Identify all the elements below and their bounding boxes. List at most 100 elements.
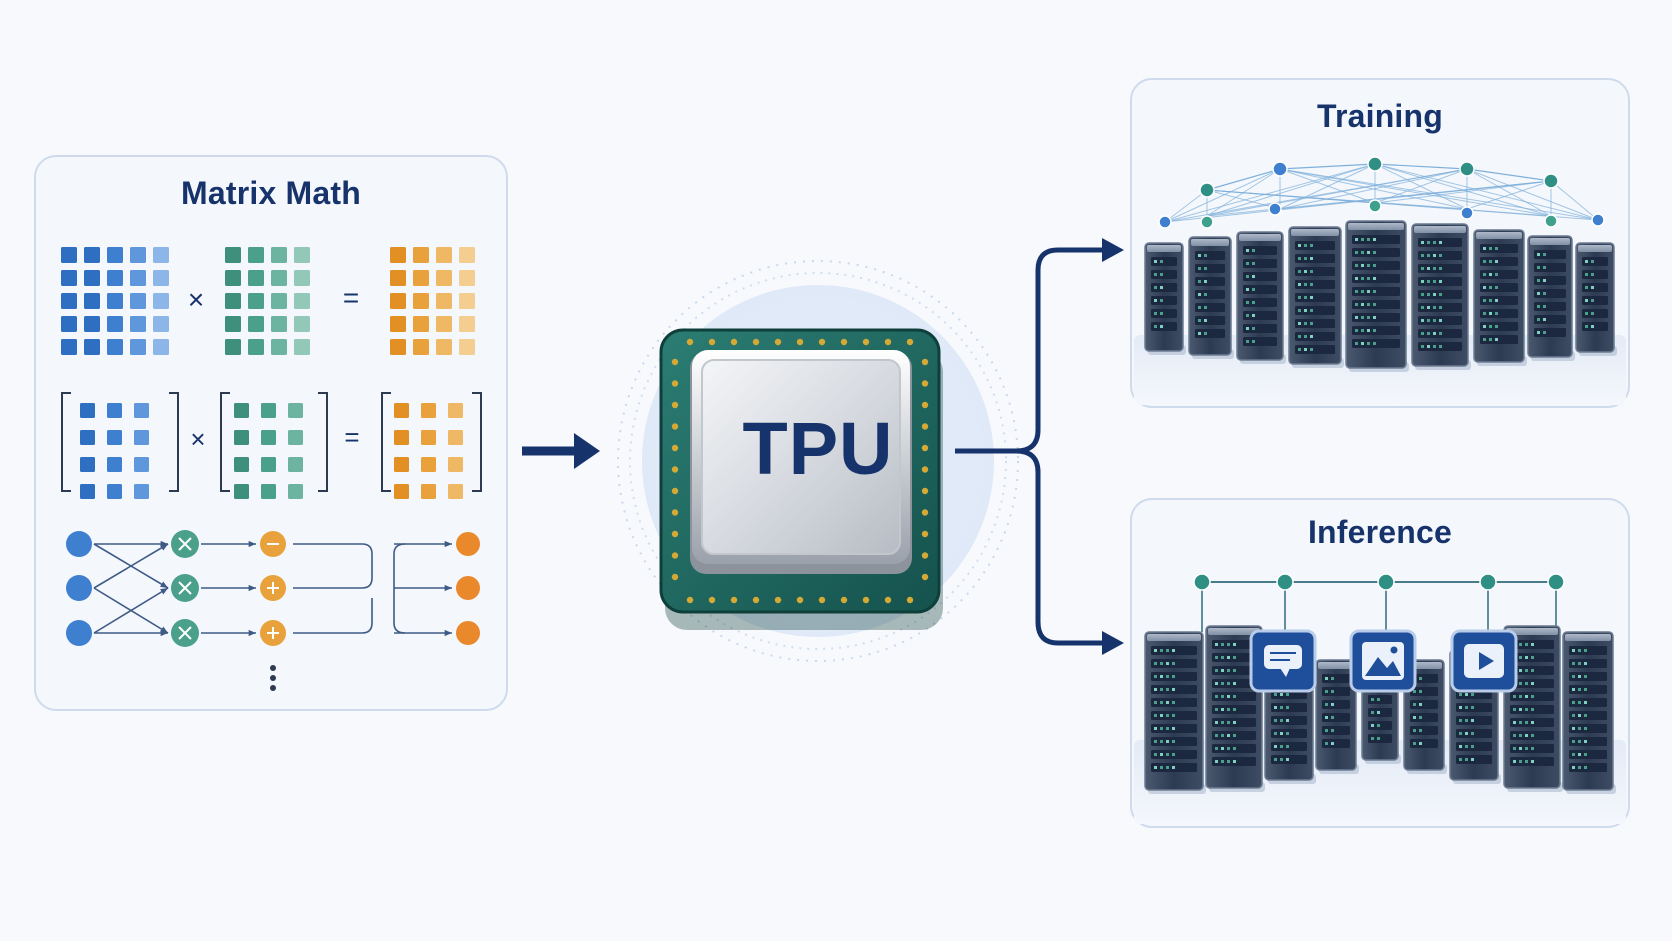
server-rack bbox=[1144, 242, 1186, 355]
times-icon bbox=[178, 581, 192, 595]
matrix-cell bbox=[61, 293, 77, 309]
matrix-cell bbox=[107, 316, 123, 332]
matrix-cell bbox=[107, 430, 122, 445]
network-edge bbox=[1164, 163, 1376, 223]
matrix-cell bbox=[448, 457, 463, 472]
flow-edge bbox=[293, 543, 373, 589]
network-edge bbox=[1206, 168, 1281, 217]
matrix-cell bbox=[413, 316, 429, 332]
image-icon bbox=[1349, 629, 1417, 693]
matrix-cell bbox=[436, 339, 452, 355]
network-edge bbox=[1279, 163, 1376, 170]
chip-pin bbox=[906, 596, 914, 604]
tpu-chip bbox=[659, 328, 943, 630]
matrix-cell bbox=[107, 457, 122, 472]
matrix-cell bbox=[421, 484, 436, 499]
matrix-cell bbox=[294, 293, 310, 309]
matrix-cell bbox=[153, 339, 169, 355]
matrix-cell bbox=[421, 457, 436, 472]
matrix-cell bbox=[80, 430, 95, 445]
chip-pin bbox=[840, 338, 848, 346]
matrix-cell bbox=[225, 339, 241, 355]
matrix-cell bbox=[107, 484, 122, 499]
matrix-cell bbox=[61, 270, 77, 286]
matrix-bracket bbox=[381, 392, 482, 492]
network-edge bbox=[1206, 189, 1599, 221]
multiply-symbol: × bbox=[188, 284, 204, 315]
arrow-right-icon bbox=[1102, 631, 1124, 655]
matrix-cell bbox=[436, 270, 452, 286]
matrix-cell bbox=[84, 316, 100, 332]
matrix-cell bbox=[84, 247, 100, 263]
matrix-cell bbox=[459, 247, 475, 263]
network-edge bbox=[1550, 180, 1599, 221]
network-node bbox=[1272, 161, 1288, 177]
network-edge bbox=[1466, 168, 1552, 217]
chip-pin bbox=[671, 401, 679, 409]
matrix-cell bbox=[390, 247, 406, 263]
matrix-cell bbox=[130, 339, 146, 355]
network-node bbox=[1547, 573, 1565, 591]
output-node bbox=[456, 621, 480, 645]
input-node bbox=[66, 575, 92, 601]
matrix-cell bbox=[248, 293, 264, 309]
server-rack bbox=[1575, 242, 1617, 356]
network-edge bbox=[1374, 180, 1552, 204]
matrix-cell bbox=[134, 484, 149, 499]
chip-pin bbox=[921, 573, 929, 581]
chip-pin bbox=[730, 338, 738, 346]
chip-pin bbox=[708, 338, 716, 346]
chip-pin bbox=[884, 596, 892, 604]
chip-pin bbox=[796, 596, 804, 604]
chip-pin bbox=[921, 509, 929, 516]
matrix-cell bbox=[134, 430, 149, 445]
dense-matrix-row bbox=[61, 247, 475, 355]
server-rack bbox=[1188, 236, 1234, 359]
matrix-cell bbox=[390, 270, 406, 286]
network-node bbox=[1367, 156, 1383, 172]
matrix-cell bbox=[84, 270, 100, 286]
matrix-cell bbox=[448, 403, 463, 418]
matrix-cell bbox=[436, 247, 452, 263]
inference-network bbox=[1193, 573, 1565, 632]
network-node bbox=[1158, 215, 1172, 229]
branch-connector bbox=[955, 247, 1110, 646]
server-rack bbox=[1288, 226, 1344, 368]
network-edge bbox=[1206, 189, 1281, 210]
inference-server-racks bbox=[1144, 625, 1616, 794]
matrix-cell bbox=[294, 339, 310, 355]
matrix-cell bbox=[394, 457, 409, 472]
chip-pin bbox=[671, 466, 679, 473]
network-node bbox=[1591, 213, 1605, 227]
matrix-cell bbox=[234, 430, 249, 445]
network-edge bbox=[1466, 168, 1599, 221]
network-edge bbox=[1164, 189, 1208, 223]
network-edge bbox=[1466, 168, 1552, 182]
matrix-cell bbox=[413, 293, 429, 309]
flow-edge bbox=[293, 598, 373, 634]
matrix-cell bbox=[421, 403, 436, 418]
matrix-cell bbox=[248, 270, 264, 286]
network-node bbox=[1544, 214, 1558, 228]
matrix-cell bbox=[261, 430, 276, 445]
network-node bbox=[1200, 215, 1214, 229]
matrix-cell bbox=[234, 484, 249, 499]
matrix-cell bbox=[390, 293, 406, 309]
training-server-racks bbox=[1144, 220, 1617, 372]
arrowhead-icon bbox=[160, 544, 168, 551]
matrix-cell bbox=[271, 247, 287, 263]
dataflow-graph bbox=[66, 530, 480, 647]
server-rack bbox=[1562, 631, 1616, 794]
matrix-cell bbox=[288, 484, 303, 499]
matrix-math-title: Matrix Math bbox=[181, 175, 361, 211]
matrix-cell bbox=[271, 339, 287, 355]
matrix-cell bbox=[271, 270, 287, 286]
server-rack bbox=[1345, 220, 1409, 372]
matrix-cell bbox=[80, 403, 95, 418]
matrix-cell bbox=[234, 457, 249, 472]
network-edge bbox=[1279, 168, 1468, 210]
training-network bbox=[1158, 156, 1605, 229]
matrix-cell bbox=[294, 247, 310, 263]
matrix-cell bbox=[225, 247, 241, 263]
